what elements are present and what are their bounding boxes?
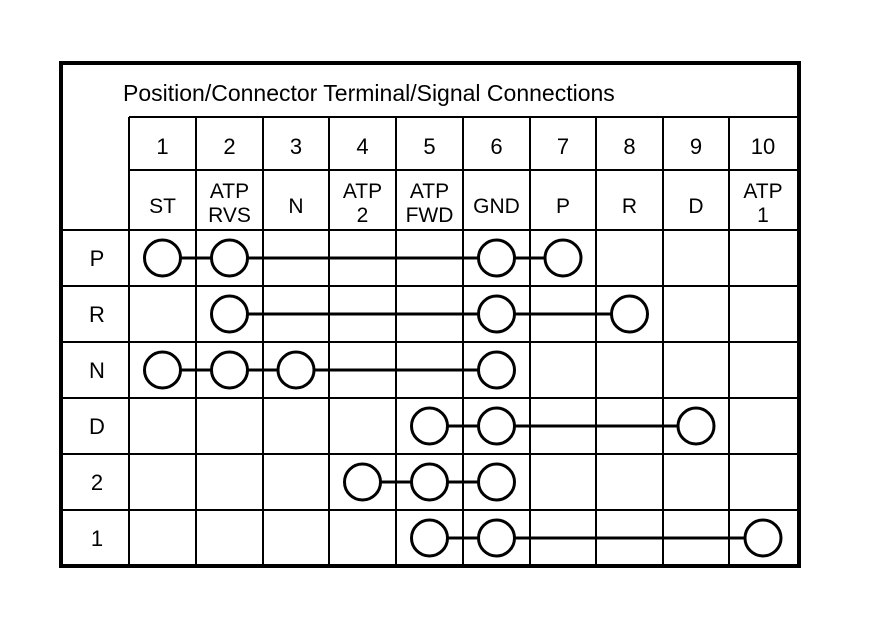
terminal-connection-dot	[743, 518, 783, 558]
terminal-connection-dot	[477, 518, 516, 558]
terminal-connection-dot	[410, 518, 449, 558]
terminal-connection-dot	[276, 350, 316, 390]
terminal-connection-dot	[410, 462, 449, 502]
terminal-connection-dot	[343, 462, 382, 502]
terminal-connection-dot	[477, 350, 516, 390]
terminal-connection-dot	[143, 350, 182, 390]
terminal-number: 3	[290, 134, 302, 159]
position-label: D	[89, 414, 105, 439]
terminal-connection-dot	[610, 294, 649, 334]
terminal-signal: GND	[473, 195, 520, 218]
terminal-number: 10	[751, 134, 775, 159]
outer-frame	[59, 61, 801, 568]
position-label: R	[89, 302, 105, 327]
terminal-signal-line1: ATP	[343, 180, 382, 203]
terminal-connection-dot	[410, 406, 449, 446]
terminal-connection-dot	[210, 294, 249, 334]
terminal-signal-line1: ATP	[210, 180, 249, 203]
table-grid	[59, 61, 801, 568]
terminal-number: 9	[690, 134, 702, 159]
terminal-signal: P	[556, 195, 570, 218]
terminal-signal: D	[688, 195, 703, 218]
terminal-connection-dot	[210, 350, 249, 390]
terminal-number: 7	[557, 134, 569, 159]
terminal-signal: R	[622, 195, 637, 218]
terminal-connection-dot	[210, 238, 249, 278]
terminal-number: 2	[223, 134, 235, 159]
position-label: 2	[91, 470, 103, 495]
terminal-connection-dot	[143, 238, 182, 278]
position-label: N	[89, 358, 105, 383]
terminal-signal-line1: ATP	[743, 180, 782, 203]
terminal-connection-dot	[477, 462, 516, 502]
terminal-number: 4	[356, 134, 368, 159]
terminal-number: 6	[490, 134, 502, 159]
position-label: 1	[91, 526, 103, 551]
terminal-connection-dot	[543, 238, 583, 278]
terminal-signal-line1: ATP	[410, 180, 449, 203]
terminal-signal-line2: FWD	[406, 204, 454, 227]
terminal-signal: ST	[149, 195, 176, 218]
terminal-number: 1	[156, 134, 168, 159]
terminal-number: 5	[423, 134, 435, 159]
terminal-signal: N	[288, 195, 303, 218]
terminal-connection-dot	[477, 294, 516, 334]
terminal-connection-dot	[477, 238, 516, 278]
terminal-number: 8	[623, 134, 635, 159]
terminal-connection-dot	[477, 406, 516, 446]
terminal-signal-line2: 1	[757, 204, 769, 227]
terminal-connection-dot	[676, 406, 716, 446]
terminal-signal-line2: RVS	[208, 204, 251, 227]
position-label: P	[90, 246, 105, 271]
terminal-signal-line2: 2	[357, 204, 369, 227]
diagram-title: Position/Connector Terminal/Signal Conne…	[123, 80, 615, 106]
position-rows: P R N D 2 1	[89, 238, 783, 558]
